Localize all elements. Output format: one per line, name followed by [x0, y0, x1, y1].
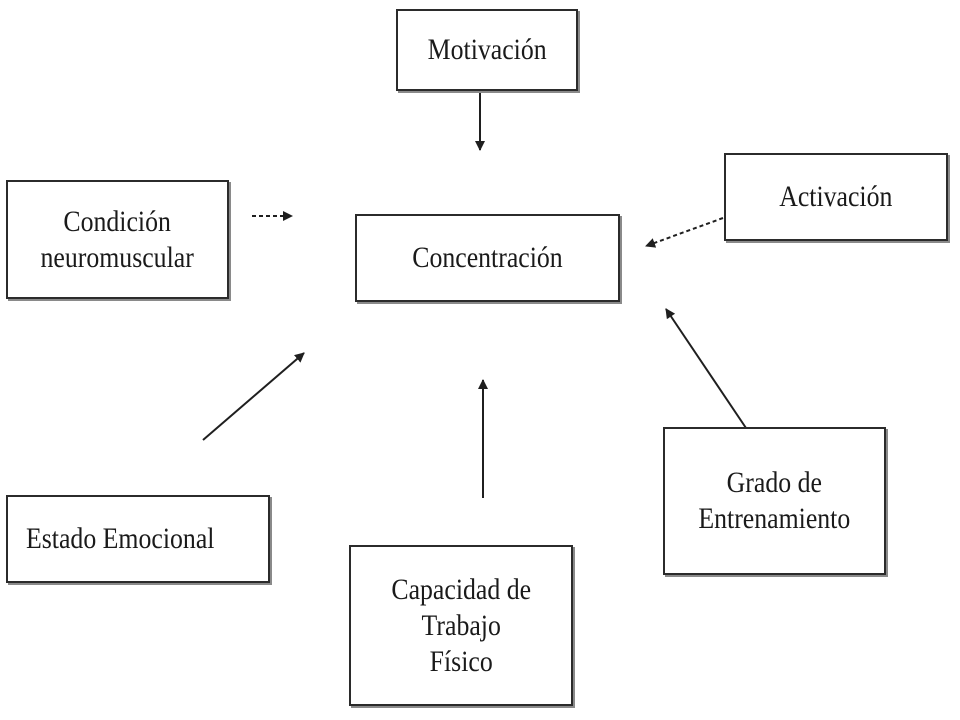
node-motivacion: Motivación [396, 9, 578, 91]
node-condicion-neuromuscular: Condición neuromuscular [6, 180, 229, 299]
node-motivacion-label: Motivación [427, 33, 547, 66]
node-grado-entrenamiento: Grado de Entrenamiento [663, 427, 886, 575]
node-concentracion-label: Concentración [412, 241, 563, 274]
node-capacidad-label: Capacidad de Trabajo Físico [391, 572, 531, 678]
arrow-emocional-to-concentracion [202, 352, 305, 441]
node-estado-emocional: Estado Emocional [6, 495, 270, 583]
arrow-entrenamiento-to-concentracion [665, 308, 747, 429]
node-condicion-label: Condición neuromuscular [40, 204, 195, 274]
node-activacion-label: Activación [779, 180, 893, 213]
node-capacidad-trabajo-fisico: Capacidad de Trabajo Físico [349, 545, 573, 706]
node-emocional-label: Estado Emocional [26, 522, 215, 555]
node-entrenamiento-label: Grado de Entrenamiento [698, 466, 851, 535]
node-activacion: Activación [724, 153, 948, 241]
arrow-activacion-to-concentracion [645, 217, 724, 248]
node-concentracion: Concentración [355, 214, 620, 302]
